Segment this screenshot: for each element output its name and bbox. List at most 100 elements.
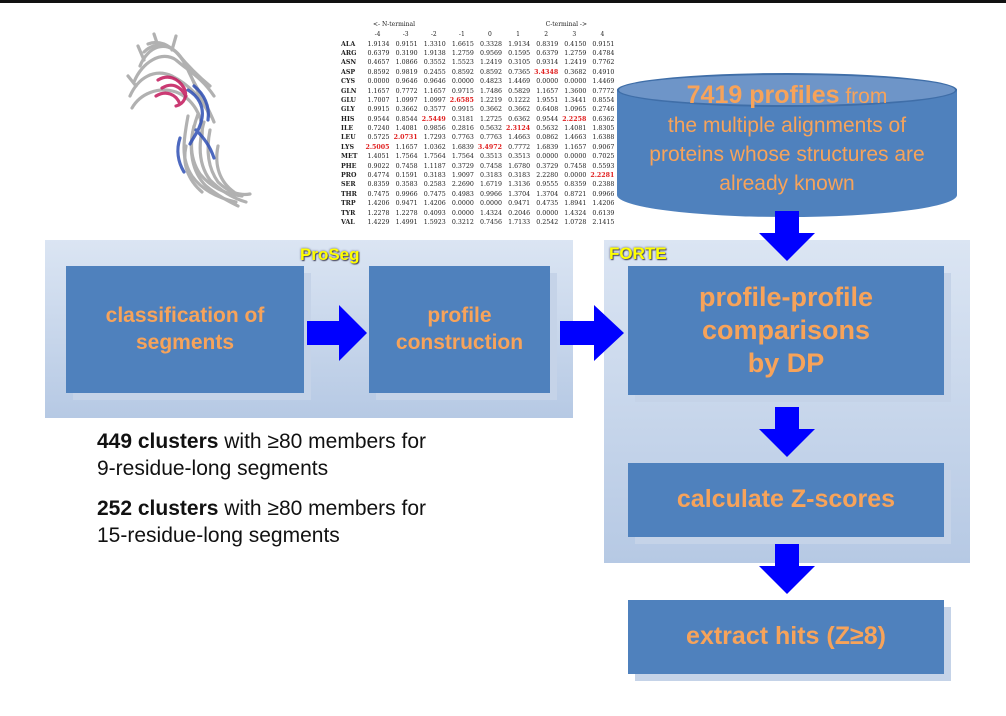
profile-cell: 0.5593	[592, 162, 615, 170]
profile-cell: 0.9715	[451, 87, 474, 95]
profile-cell: 0.9966	[479, 190, 503, 198]
profile-cell: 0.4093	[423, 209, 446, 217]
profile-cell: 1.2278	[367, 209, 390, 217]
profile-cell: 3.4972	[477, 143, 503, 151]
profile-cell: 0.7458	[564, 162, 587, 170]
profile-cell: 0.7025	[592, 153, 615, 161]
amino-acid-label: VAL	[341, 219, 355, 226]
profile-cell: 0.8554	[592, 96, 615, 104]
profile-cell: 0.3682	[564, 68, 587, 76]
profile-cell: 1.4469	[592, 78, 615, 86]
profile-cell: 1.3600	[564, 87, 587, 95]
profile-cell: 1.4324	[479, 209, 503, 217]
profile-cell: 1.2419	[564, 59, 587, 67]
profile-cell: 2.2690	[451, 181, 474, 189]
profile-cell: 0.2542	[536, 219, 559, 226]
profile-cell: 0.8592	[367, 68, 390, 76]
profile-cell: 1.4051	[367, 153, 390, 161]
database-count: 7419 profiles	[686, 81, 840, 109]
profile-cell: 1.1187	[423, 162, 446, 170]
profile-cell: 2.6585	[449, 96, 474, 104]
profile-cell: 1.9138	[423, 49, 446, 57]
profile-cell: 0.2583	[423, 181, 446, 189]
profile-cell: 1.7564	[451, 153, 474, 161]
profile-cell: 0.2388	[592, 181, 615, 189]
profile-cell: 0.9646	[423, 78, 446, 86]
profile-cell: 1.7007	[367, 96, 390, 104]
profile-cell: 1.6615	[451, 40, 474, 48]
profile-cell: 0.3183	[508, 172, 531, 180]
profile-cell: 1.2759	[564, 49, 587, 57]
profile-cell: 0.3513	[479, 153, 503, 161]
amino-acid-label: ASP	[341, 68, 356, 76]
profile-cell: 0.9915	[451, 106, 474, 114]
profile-cell: 0.9915	[367, 106, 390, 114]
position-header: -3	[402, 31, 409, 39]
profile-cell: 1.7486	[479, 87, 503, 95]
profile-cell: 0.6408	[536, 106, 559, 114]
profile-cell: 0.9151	[395, 40, 418, 48]
position-header: 0	[488, 31, 492, 39]
profile-cell: 0.4735	[536, 200, 559, 208]
profile-cell: 0.2746	[592, 106, 615, 114]
profile-cell: 0.6362	[508, 115, 531, 123]
note-15-residue: 252 clusters with ≥80 members for 15-res…	[97, 497, 427, 547]
profile-cell: 0.7458	[395, 162, 418, 170]
profile-cell: 1.0965	[564, 106, 587, 114]
profile-cell: 0.4150	[564, 40, 587, 48]
profile-cell: 1.5523	[451, 59, 474, 67]
profile-cell: 0.1222	[508, 96, 531, 104]
amino-acid-label: GLY	[341, 106, 355, 114]
profile-cell: 0.3577	[423, 106, 446, 114]
profile-cell: 0.3552	[423, 59, 446, 67]
profile-cell: 0.3729	[536, 162, 559, 170]
profile-cell: 1.4206	[367, 200, 390, 208]
amino-acid-label: GLU	[341, 96, 356, 104]
arrow-down-2	[759, 407, 815, 457]
profile-cell: 0.7772	[395, 87, 418, 95]
amino-acid-label: LEU	[341, 134, 356, 142]
amino-acid-label: PRO	[341, 172, 357, 180]
profile-cell: 1.2725	[479, 115, 503, 123]
profile-cell: 0.3181	[451, 115, 474, 123]
profile-cell: 0.6139	[592, 209, 615, 217]
profile-cell: 0.3183	[479, 172, 503, 180]
profile-cell: 0.9569	[479, 49, 503, 57]
profile-cell: 0.0000	[536, 78, 559, 86]
profile-cell: 0.3328	[479, 40, 503, 48]
amino-acid-label: HIS	[341, 115, 355, 123]
profile-cell: 0.0000	[536, 153, 559, 161]
amino-acid-label: ILE	[341, 125, 354, 133]
profile-cell: 0.6379	[367, 49, 390, 57]
profile-cell: 1.3310	[423, 40, 446, 48]
profile-cell: 1.1657	[564, 143, 587, 151]
profile-cell: 0.9314	[536, 59, 559, 67]
profile-cell: 0.0000	[451, 200, 474, 208]
profile-cell: 0.0000	[564, 78, 587, 86]
profile-cell: 0.7762	[592, 59, 615, 67]
profile-cell: 0.7365	[508, 68, 531, 76]
profile-cell: 0.7763	[451, 134, 474, 142]
profile-cell: 0.7763	[479, 134, 503, 142]
profile-cell: 0.3662	[479, 106, 503, 114]
profile-cell: 0.0862	[536, 134, 559, 142]
profile-cell: 0.8592	[479, 68, 503, 76]
profile-cell: 0.3105	[508, 59, 531, 67]
profile-cell: 0.4823	[479, 78, 503, 86]
profile-cell: 1.7133	[508, 219, 531, 226]
profile-cell: 0.5632	[479, 125, 503, 133]
profile-cell: 1.2219	[479, 96, 503, 104]
profile-cell: 2.2281	[590, 172, 615, 180]
extract-hits-box: extract hits (Z≥8)	[628, 600, 944, 674]
position-header: 2	[544, 31, 549, 39]
profile-cell: 1.0866	[395, 59, 418, 67]
